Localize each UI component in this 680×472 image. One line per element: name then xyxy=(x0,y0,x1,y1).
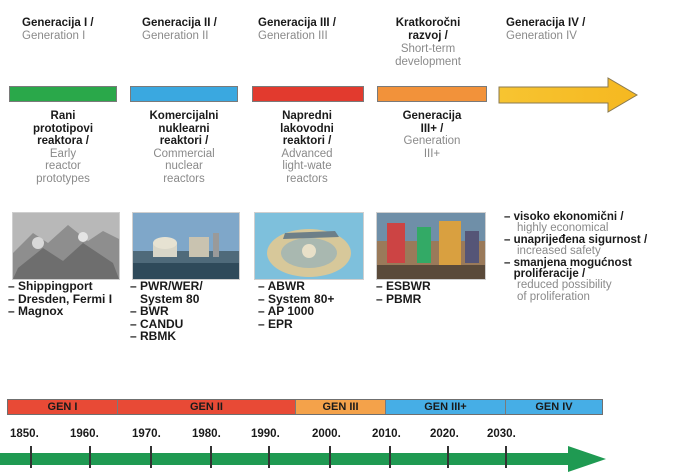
gen4-heading-hr: Generacija IV / xyxy=(506,17,586,29)
gen4-heading: Generacija IV / Generation IV xyxy=(506,17,585,43)
gen2-desc-hr-2: nuklearni xyxy=(158,122,210,135)
gen3-desc-en-3: reactors xyxy=(286,172,328,185)
year-label: 2020. xyxy=(430,428,459,440)
generation-timeline: GEN I GEN II GEN III GEN III+ GEN IV xyxy=(7,399,603,415)
short-term-heading-en-1: Short-term xyxy=(400,43,456,55)
axis-tick xyxy=(268,446,270,468)
gen1-description: Rani prototipovi reaktora / Early reacto… xyxy=(10,110,116,185)
gen3-desc-en-2: light-wate xyxy=(282,160,332,172)
short-term-reactor-photo xyxy=(376,212,486,280)
gen4-heading-en: Generation IV xyxy=(506,30,577,42)
gen3-desc-hr-3: reaktori / xyxy=(282,135,332,147)
year-label: 1960. xyxy=(70,428,99,440)
year-label: 2030. xyxy=(487,428,516,440)
gen3-heading: Generacija III / Generation III xyxy=(258,17,336,43)
year-label: 2010. xyxy=(372,428,401,440)
gen3-bar xyxy=(252,86,364,102)
timeline-segment-gen2: GEN II xyxy=(118,400,296,414)
short-term-heading-hr-1: Kratkoročni xyxy=(395,17,461,29)
short-desc-hr-2: III+ / xyxy=(420,122,444,135)
goal-1-en: highly economical xyxy=(517,222,609,235)
goal-1-hr: – visoko ekonomični / xyxy=(504,211,624,223)
gen2-desc-en-1: Commercial xyxy=(153,147,215,160)
gen1-bar xyxy=(9,86,117,102)
gen3-desc-en-1: Advanced xyxy=(281,147,333,160)
axis-tick xyxy=(447,446,449,468)
gen3-reactor-list: – ABWR – System 80+ – AP 1000 – EPR xyxy=(258,279,335,331)
gen3-reactor-photo xyxy=(254,212,364,280)
short-term-description: Generacija III+ / Generation III+ xyxy=(377,110,487,160)
gen2-desc-hr-1: Komercijalni xyxy=(149,110,219,122)
gen1-desc-hr-2: prototipovi xyxy=(32,122,94,135)
goal-3-en: reduced possibility of proliferation xyxy=(517,279,612,303)
gen1-desc-hr-3: reaktora / xyxy=(37,135,89,147)
gen3-desc-hr-2: lakovodni xyxy=(280,122,334,135)
gen1-desc-hr-1: Rani xyxy=(50,110,76,122)
short-term-bar xyxy=(377,86,487,102)
year-label: 1850. xyxy=(10,428,39,440)
year-label: 2000. xyxy=(312,428,341,440)
gen2-heading-en: Generation II xyxy=(142,30,209,42)
gen2-desc-en-3: reactors xyxy=(163,172,205,185)
timeline-segment-gen3: GEN III xyxy=(296,400,386,414)
short-desc-hr-1: Generacija xyxy=(402,110,462,122)
short-term-heading-en-2: development xyxy=(395,56,461,68)
gen2-description: Komercijalni nuklearni reaktori / Commer… xyxy=(130,110,238,185)
timeline-segment-gen3plus: GEN III+ xyxy=(386,400,506,414)
gen1-reactor-list: – Shippingport – Dresden, Fermi I – Magn… xyxy=(8,279,113,319)
axis-tick xyxy=(30,446,32,468)
gen1-desc-en-1: Early xyxy=(49,147,77,160)
timeline-segment-gen4: GEN IV xyxy=(506,400,602,414)
gen2-reactor-list: – PWR/WER/ System 80 – BWR – CANDU – RBM… xyxy=(130,279,203,344)
year-label: 1980. xyxy=(192,428,221,440)
goal-2-hr: – unaprijeđena sigurnost / xyxy=(504,233,648,246)
gen1-desc-en-2: reactor xyxy=(45,160,81,172)
gen4-arrow xyxy=(498,77,638,113)
short-desc-en-2: III+ xyxy=(423,147,441,160)
short-term-reactor-list: – ESBWR – PBMR xyxy=(376,279,431,306)
axis-tick xyxy=(210,446,212,468)
gen3-description: Napredni lakovodni reaktori / Advanced l… xyxy=(252,110,362,185)
gen2-desc-hr-3: reaktori / xyxy=(159,135,209,147)
year-label: 1990. xyxy=(251,428,280,440)
goal-3-hr: – smanjena mogućnost proliferacije / xyxy=(504,256,632,281)
gen2-bar xyxy=(130,86,238,102)
axis-tick xyxy=(89,446,91,468)
gen2-desc-en-2: nuclear xyxy=(165,160,203,172)
gen3-heading-hr: Generacija III / xyxy=(258,17,336,29)
short-desc-en-1: Generation xyxy=(403,135,461,147)
goal-2-en: increased safety xyxy=(517,245,601,258)
gen3-desc-hr-1: Napredni xyxy=(282,110,332,122)
time-axis-arrow xyxy=(0,446,606,472)
gen2-reactor-photo xyxy=(132,212,240,280)
gen3-heading-en: Generation III xyxy=(258,30,328,42)
gen2-heading: Generacija II / Generation II xyxy=(142,17,217,43)
gen4-goals: – visoko ekonomični / highly economical … xyxy=(504,211,648,303)
gen1-heading-hr: Generacija I / xyxy=(22,17,94,29)
gen1-heading: Generacija I / Generation I xyxy=(22,17,94,43)
gen1-reactor-photo xyxy=(12,212,120,280)
gen1-heading-en: Generation I xyxy=(22,30,86,42)
year-label: 1970. xyxy=(132,428,161,440)
axis-tick xyxy=(389,446,391,468)
short-term-heading-hr-2: razvoj / xyxy=(408,30,448,42)
timeline-segment-gen1: GEN I xyxy=(8,400,118,414)
axis-tick xyxy=(150,446,152,468)
short-term-heading: Kratkoročni razvoj / Short-term developm… xyxy=(378,17,478,69)
gen1-desc-en-3: prototypes xyxy=(36,172,90,185)
axis-tick xyxy=(505,446,507,468)
axis-tick xyxy=(329,446,331,468)
gen2-heading-hr: Generacija II / xyxy=(142,17,217,29)
